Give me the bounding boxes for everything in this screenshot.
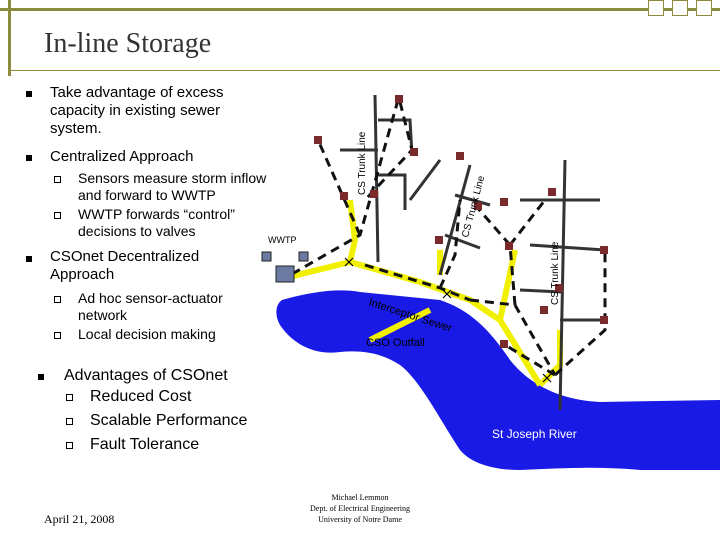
sub-bullet-marker: [66, 394, 73, 401]
river: [276, 290, 720, 470]
bullet-marker: [26, 256, 32, 262]
bullet-marker: [26, 155, 32, 161]
bullet-csonet: CSOnet Decentralized Approach: [50, 248, 200, 283]
top-frame-rule: [0, 8, 720, 11]
bullet-excess-capacity: Take advantage of excess capacity in exi…: [50, 84, 224, 137]
footer-credit: Michael Lemmon Dept. of Electrical Engin…: [270, 492, 450, 525]
trunk-lines: [340, 94, 606, 411]
title-rule: [8, 70, 720, 71]
cso-outfall-label: CSO Outfall: [366, 337, 425, 349]
sub-bullet-adhoc: Ad hoc sensor-actuator network: [78, 290, 223, 323]
advantage-item: Fault Tolerance: [90, 436, 200, 453]
sub-bullet-wwtp: WWTP forwards “control” decisions to val…: [78, 206, 235, 239]
sensor-nodes: [314, 95, 608, 348]
advantages-heading: Advantages of CSOnet: [64, 367, 228, 384]
sub-bullet-marker: [54, 176, 61, 183]
sub-bullet-sensors: Sensors measure storm inflow and forward…: [78, 170, 267, 203]
left-frame-rule: [8, 0, 11, 76]
wwtp-label: WWTP: [268, 235, 297, 245]
sub-bullet-marker: [54, 212, 61, 219]
wwtp-plant-icon: [261, 251, 309, 283]
sub-bullet-marker: [54, 296, 61, 303]
slide-title: In-line Storage: [44, 28, 212, 59]
sub-bullet-marker: [66, 442, 73, 449]
footer-credit-line: University of Notre Dame: [318, 515, 402, 524]
advantage-item: Reduced Cost: [90, 388, 192, 405]
footer-credit-line: Dept. of Electrical Engineering: [310, 504, 410, 513]
corner-square: [672, 0, 688, 16]
sub-bullet-marker: [66, 418, 73, 425]
bullet-marker: [38, 374, 44, 380]
valve-icons: [344, 257, 552, 383]
bullet-centralized: Centralized Approach: [50, 148, 194, 165]
footer-credit-line: Michael Lemmon: [331, 493, 389, 502]
bullet-marker: [26, 91, 32, 97]
corner-square: [696, 0, 712, 16]
cs-trunk-line-label: CS Trunk Line: [357, 131, 368, 195]
cs-trunk-line-label: CS Trunk Line: [550, 241, 561, 305]
sub-bullet-local: Local decision making: [78, 326, 216, 342]
corner-square: [648, 0, 664, 16]
river-label: St Joseph River: [492, 427, 577, 441]
advantage-item: Scalable Performance: [90, 412, 248, 429]
footer-date: April 21, 2008: [44, 512, 115, 526]
sub-bullet-marker: [54, 332, 61, 339]
